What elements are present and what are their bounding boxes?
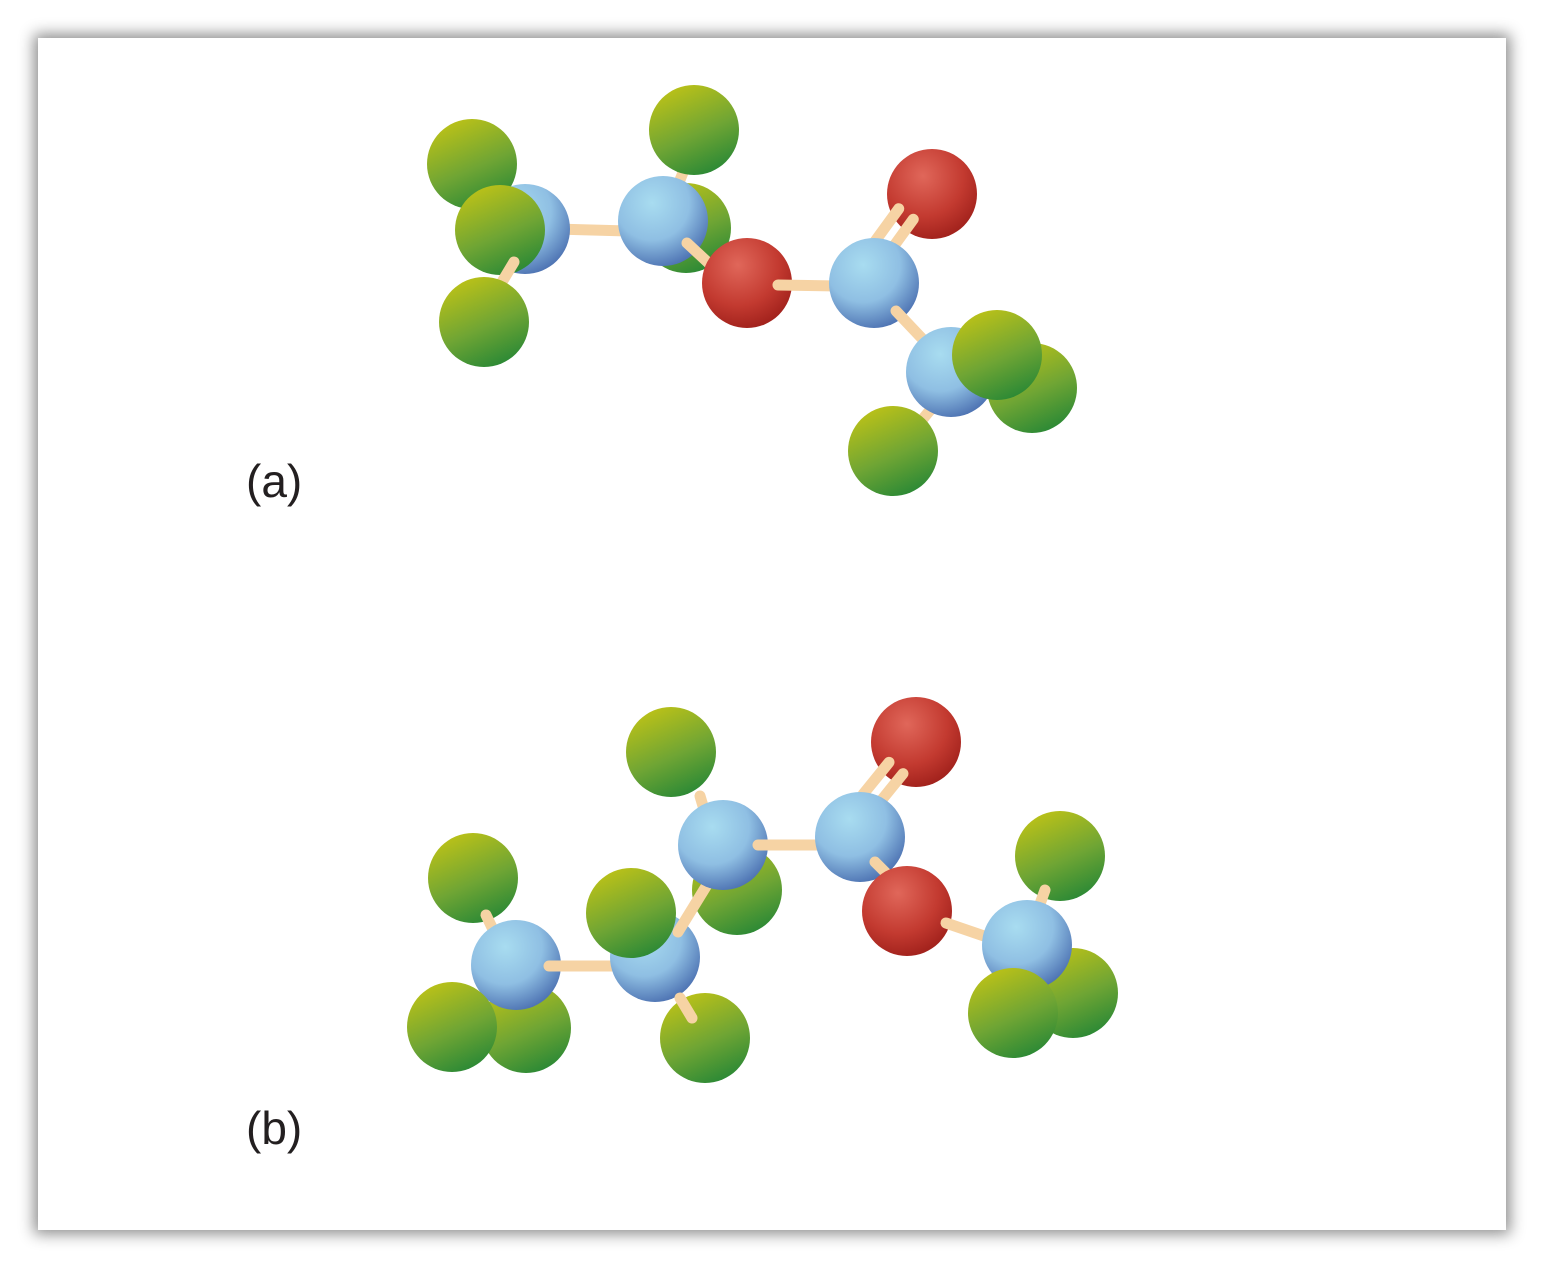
oxygen-atom — [862, 866, 952, 956]
bond-stick — [672, 874, 716, 938]
carbon-atom — [982, 900, 1072, 990]
hydrogen-atom — [626, 707, 716, 797]
hydrogen-atom — [1015, 811, 1105, 901]
bond-stick — [674, 992, 698, 1024]
hydrogen-atom — [439, 277, 529, 367]
hydrogen-atom — [428, 833, 518, 923]
hydrogen-atom — [848, 406, 938, 496]
hydrogen-atom — [407, 982, 497, 1072]
molecule-b — [407, 697, 1118, 1083]
panel-label-b: (b) — [246, 1102, 303, 1154]
hydrogen-atom — [455, 185, 545, 275]
oxygen-atom — [887, 149, 977, 239]
hydrogen-atom — [649, 85, 739, 175]
carbon-atom — [815, 792, 905, 882]
molecule-a — [427, 85, 1077, 496]
hydrogen-atom — [952, 310, 1042, 400]
hydrogen-atom — [586, 868, 676, 958]
carbon-atom — [471, 920, 561, 1010]
bond-stick — [1034, 884, 1051, 910]
oxygen-atom — [702, 238, 792, 328]
bond-stick — [857, 756, 895, 800]
hydrogen-atom — [660, 993, 750, 1083]
bond-stick — [940, 917, 990, 942]
carbon-atom — [678, 800, 768, 890]
figure-frame — [38, 38, 1506, 1230]
carbon-atom — [829, 238, 919, 328]
bond-stick — [869, 203, 905, 248]
panel-label-a: (a) — [246, 455, 303, 507]
hydrogen-atom — [968, 968, 1058, 1058]
bond-stick — [772, 279, 844, 292]
